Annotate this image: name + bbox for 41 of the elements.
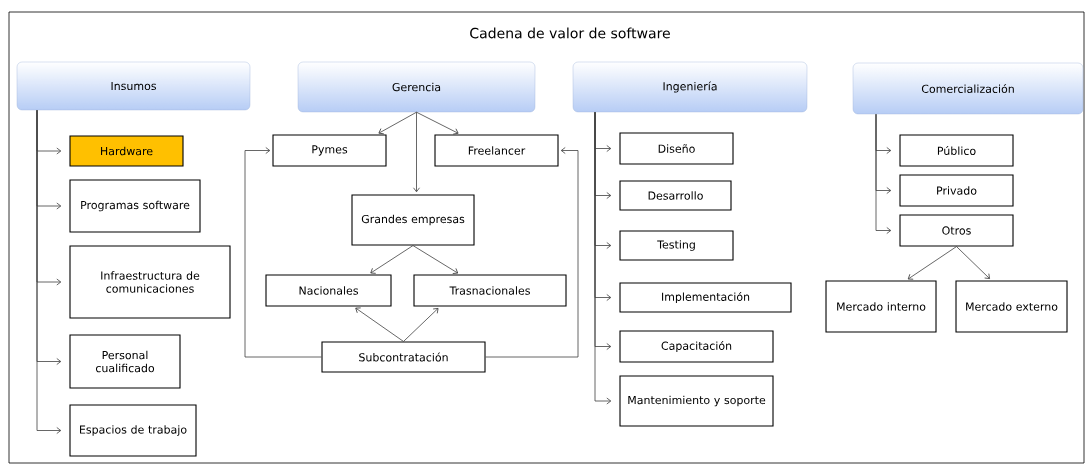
item-box: Desarrollo — [619, 180, 732, 211]
category-header: Comercialización — [852, 62, 1084, 115]
item-box: Freelancer — [434, 134, 559, 167]
arrow — [370, 245, 414, 274]
arrow — [244, 147, 322, 358]
item-box: Capacitación — [619, 330, 774, 363]
item-box: Testing — [619, 230, 734, 261]
diagram-title: Cadena de valor de software — [470, 27, 670, 39]
item-box: Grandes empresas — [351, 194, 475, 246]
item-box: Trasnacionales — [413, 274, 567, 307]
arrow — [403, 308, 439, 342]
arrow — [594, 111, 612, 405]
item-box: Mercado interno — [825, 280, 937, 333]
arrow — [875, 113, 892, 234]
highlighted-box: Hardware — [69, 135, 184, 167]
arrow — [355, 307, 404, 342]
arrow — [956, 246, 990, 279]
arrow — [378, 111, 417, 135]
category-header: Gerencia — [297, 61, 536, 113]
item-box: Personal cualificado — [69, 334, 181, 389]
category-header: Ingeniería — [572, 61, 808, 113]
item-box: Espacios de trabajo — [69, 404, 197, 457]
arrow — [413, 111, 420, 193]
arrow — [485, 147, 579, 358]
item-box: Subcontratación — [321, 341, 486, 373]
item-box: Otros — [899, 214, 1014, 247]
arrow — [907, 246, 957, 280]
item-box: Diseño — [619, 132, 734, 165]
arrow — [412, 245, 459, 274]
item-box: Privado — [899, 174, 1014, 207]
item-box: Infraestructura de comunicaciones — [69, 245, 231, 319]
arrow — [36, 109, 62, 434]
item-box: Nacionales — [265, 274, 392, 307]
item-box: Implementación — [619, 282, 792, 313]
arrow — [416, 111, 459, 135]
item-box: Mercado externo — [955, 280, 1068, 333]
item-box: Pymes — [272, 134, 387, 167]
item-box: Público — [899, 134, 1014, 167]
item-box: Mantenimiento y soporte — [619, 375, 774, 427]
item-box: Programas software — [69, 179, 201, 233]
category-header: Insumos — [16, 61, 251, 111]
